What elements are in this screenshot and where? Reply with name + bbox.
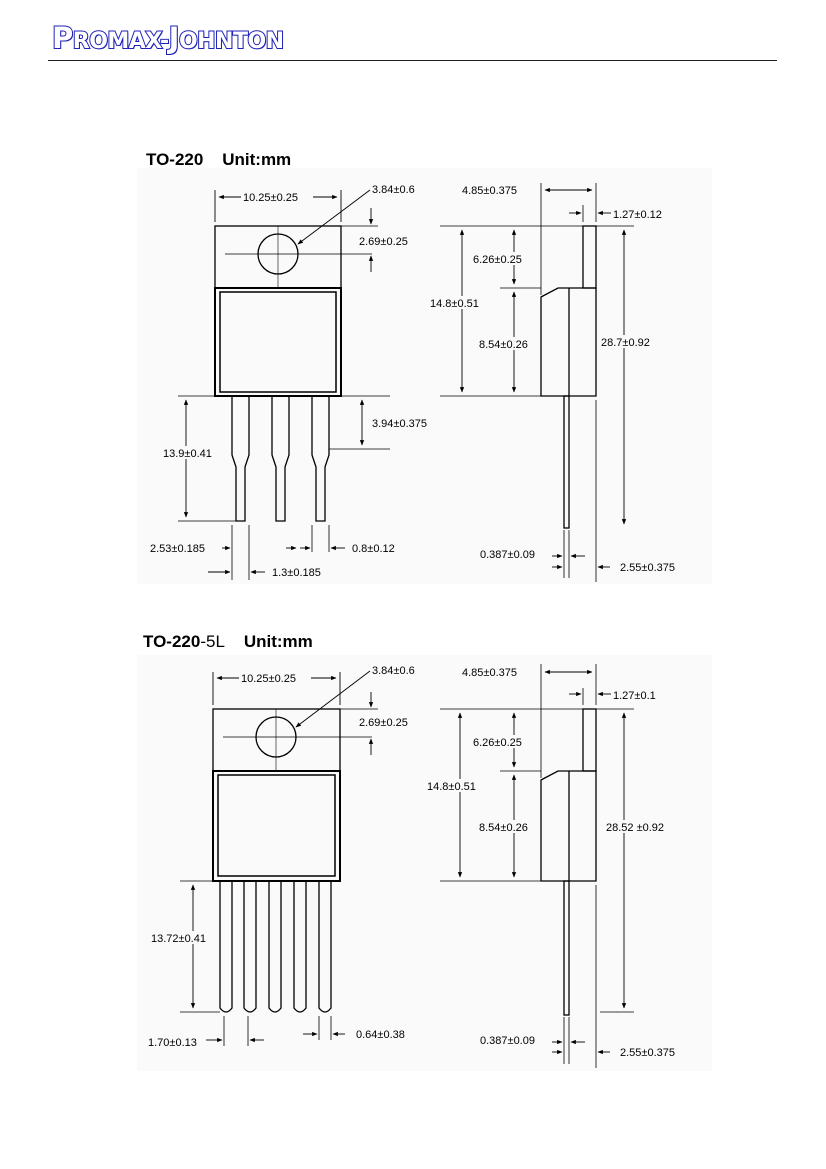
dim-lead-offset: 2.55±0.375 (620, 562, 675, 574)
to220-front-view (178, 189, 390, 580)
dim-hole-offset: 2.69±0.25 (359, 236, 408, 248)
dim-overall-height: 28.52 ±0.92 (606, 822, 664, 834)
dim-lead-thickness: 0.387±0.09 (480, 549, 535, 561)
dim-tab-height: 6.26±0.25 (473, 737, 522, 749)
dim-lead-pitch: 1.70±0.13 (148, 1037, 197, 1049)
dim-overall-height: 28.7±0.92 (601, 337, 650, 349)
drawing-background-1 (137, 168, 712, 584)
dim-body-height: 14.8±0.51 (427, 781, 476, 793)
dim-total-thickness: 4.85±0.375 (462, 667, 517, 679)
dim-tab-height: 6.26±0.25 (473, 254, 522, 266)
dim-hole-offset: 2.69±0.25 (359, 717, 408, 729)
header-rule (48, 60, 777, 61)
dim-body-height: 14.8±0.51 (430, 298, 479, 310)
dim-hole-dia: 3.84±0.6 (372, 665, 415, 677)
dim-lead-offset: 2.55±0.375 (620, 1047, 675, 1059)
dim-lead-width-wide: 1.3±0.185 (272, 567, 321, 579)
dim-tab-thickness: 1.27±0.12 (613, 209, 662, 221)
dim-hole-dia: 3.84±0.6 (372, 184, 415, 196)
dim-tab-thickness: 1.27±0.1 (613, 690, 656, 702)
dim-lead-width: 0.64±0.38 (356, 1029, 405, 1041)
to220-5l-side-view (440, 664, 634, 1068)
dim-lead-length: 13.72±0.41 (151, 933, 206, 945)
dim-plastic-height: 8.54±0.26 (479, 822, 528, 834)
to220-dimension-labels: 10.25±0.25 3.84±0.6 2.69±0.25 13.9±0.41 … (150, 184, 675, 579)
company-logo: PROMAX-JOHNTON (51, 21, 285, 55)
dim-lead-thickness: 0.387±0.09 (480, 1035, 535, 1047)
dim-body-width: 10.25±0.25 (243, 192, 298, 204)
dim-plastic-height: 8.54±0.26 (479, 339, 528, 351)
dim-total-thickness: 4.85±0.375 (462, 185, 517, 197)
drawing-background-2 (137, 655, 712, 1071)
dim-body-width: 10.25±0.25 (241, 673, 296, 685)
package-title-to220: TO-220 Unit:mm (146, 150, 292, 169)
package-title-to220-5l: TO-220-5L Unit:mm (143, 632, 313, 651)
dim-lead-shoulder: 3.94±0.375 (372, 418, 427, 430)
to220-5l-dimension-labels: 10.25±0.25 3.84±0.6 2.69±0.25 13.72±0.41… (148, 665, 676, 1059)
dim-lead-width: 0.8±0.12 (352, 543, 395, 555)
dim-lead-pitch: 2.53±0.185 (150, 543, 205, 555)
to220-5l-front-view (180, 670, 378, 1046)
to220-side-view (440, 183, 634, 582)
dim-lead-length: 13.9±0.41 (163, 448, 212, 460)
